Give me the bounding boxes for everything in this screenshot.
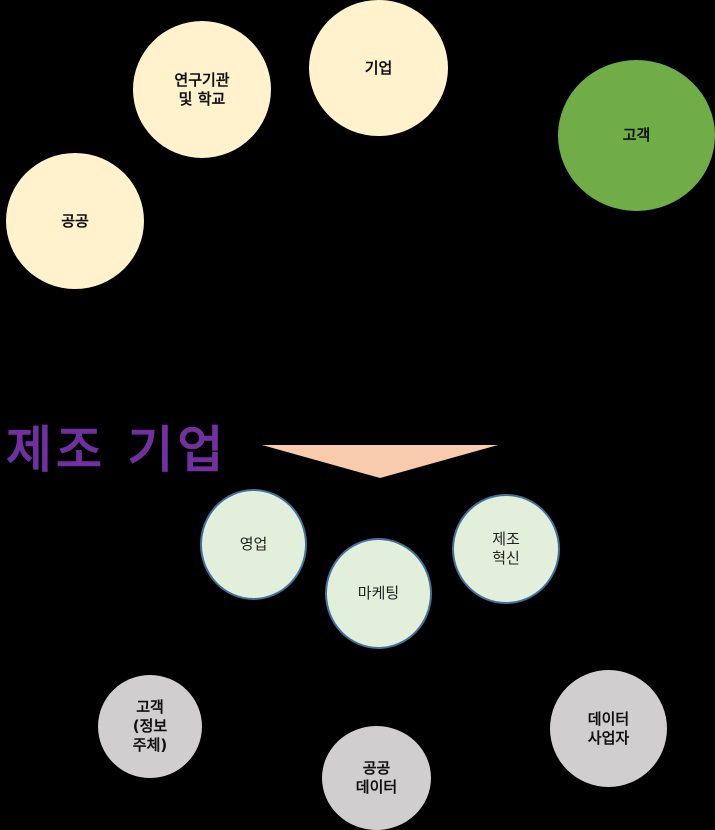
node-enterprise: 기업 bbox=[309, 0, 448, 136]
node-customer: 고객 bbox=[558, 60, 715, 211]
node-research-school: 연구기관 및 학교 bbox=[133, 21, 271, 158]
node-data-subject: 고객 (정보 주체) bbox=[98, 675, 202, 778]
company-title: 제조 기업 bbox=[6, 421, 228, 479]
node-label: 고객 (정보 주체) bbox=[132, 698, 168, 754]
node-label: 고객 bbox=[622, 126, 651, 145]
dept-marketing: 마케팅 bbox=[325, 538, 432, 649]
node-label: 연구기관 및 학교 bbox=[174, 70, 230, 108]
node-label: 공공 bbox=[61, 211, 89, 230]
node-label: 영업 bbox=[239, 535, 268, 554]
dept-manufacturing-innovation: 제조 혁신 bbox=[452, 494, 560, 604]
node-data-provider: 데이터 사업자 bbox=[550, 670, 667, 787]
node-label: 데이터 사업자 bbox=[587, 709, 630, 747]
node-label: 제조 혁신 bbox=[492, 530, 520, 567]
funnel-arrow-icon bbox=[262, 445, 498, 478]
node-public: 공공 bbox=[6, 153, 144, 289]
node-label: 기업 bbox=[364, 58, 393, 77]
dept-sales: 영업 bbox=[200, 489, 307, 600]
node-label: 공공 데이터 bbox=[355, 759, 398, 796]
node-public-data: 공공 데이터 bbox=[322, 726, 431, 830]
node-label: 마케팅 bbox=[357, 584, 400, 603]
